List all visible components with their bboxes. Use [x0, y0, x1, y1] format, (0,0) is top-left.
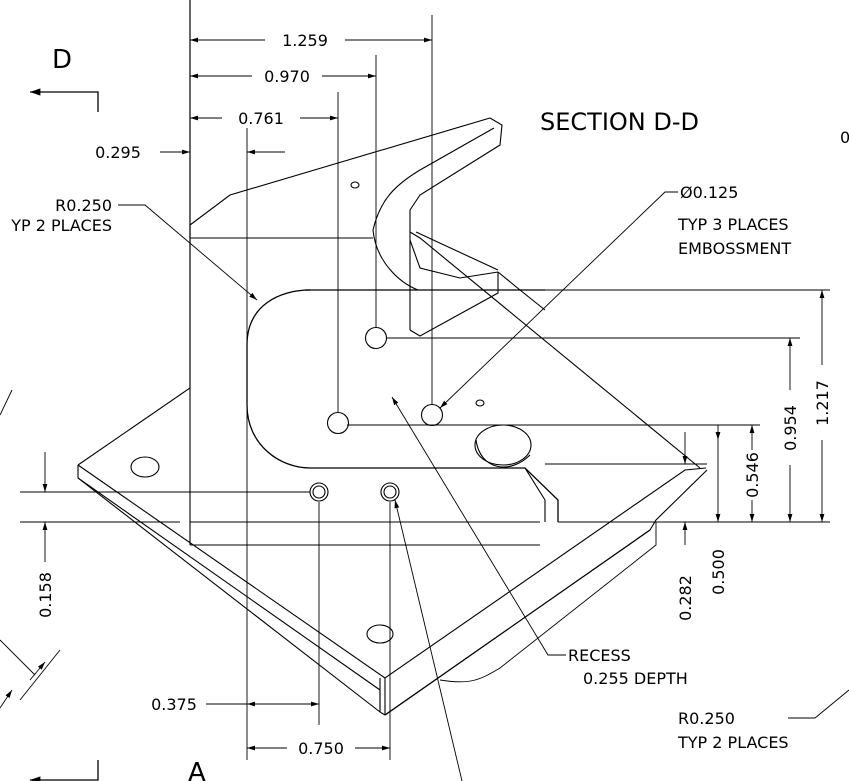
note-radius-left-1: R0.250 [55, 196, 112, 215]
dim-1-259: 1.259 [282, 31, 328, 50]
dim-0-158: 0.158 [36, 572, 55, 618]
note-radius-right-1: R0.250 [678, 709, 735, 728]
note-recess-2: 0.255 DEPTH [583, 669, 688, 688]
note-hole-dia: Ø0.125 [680, 183, 738, 202]
section-view-letter-bottom: A [188, 758, 206, 781]
dim-1-217: 1.217 [813, 380, 832, 426]
dim-0-954: 0.954 [781, 405, 800, 451]
dim-0-282: 0.282 [676, 575, 695, 621]
labels: D A SECTION D-D 0 1.259 0.970 0.761 0.29… [10, 31, 849, 781]
note-hole-typ: TYP 3 PLACES [677, 215, 789, 234]
note-recess-1: RECESS [568, 646, 631, 665]
section-title: SECTION D-D [540, 108, 699, 136]
dim-0-750: 0.750 [298, 739, 344, 758]
dim-0-546: 0.546 [743, 452, 762, 498]
dimension-lines [0, 37, 825, 751]
dim-0-295: 0.295 [95, 143, 141, 162]
extension-lines [20, 15, 830, 760]
dim-0-970: 0.970 [264, 67, 310, 86]
dim-0-761: 0.761 [238, 109, 284, 128]
cut-edge-label: 0 [840, 128, 849, 147]
section-view-letter-top: D [52, 45, 72, 75]
note-radius-right-2: TYP 2 PLACES [677, 733, 789, 752]
section-arrows [30, 88, 99, 781]
leaders [118, 191, 849, 781]
dim-0-375: 0.375 [151, 695, 197, 714]
dim-0-500: 0.500 [709, 549, 728, 595]
note-radius-left-2: YP 2 PLACES [10, 216, 112, 235]
note-hole-emboss: EMBOSSMENT [678, 239, 791, 258]
